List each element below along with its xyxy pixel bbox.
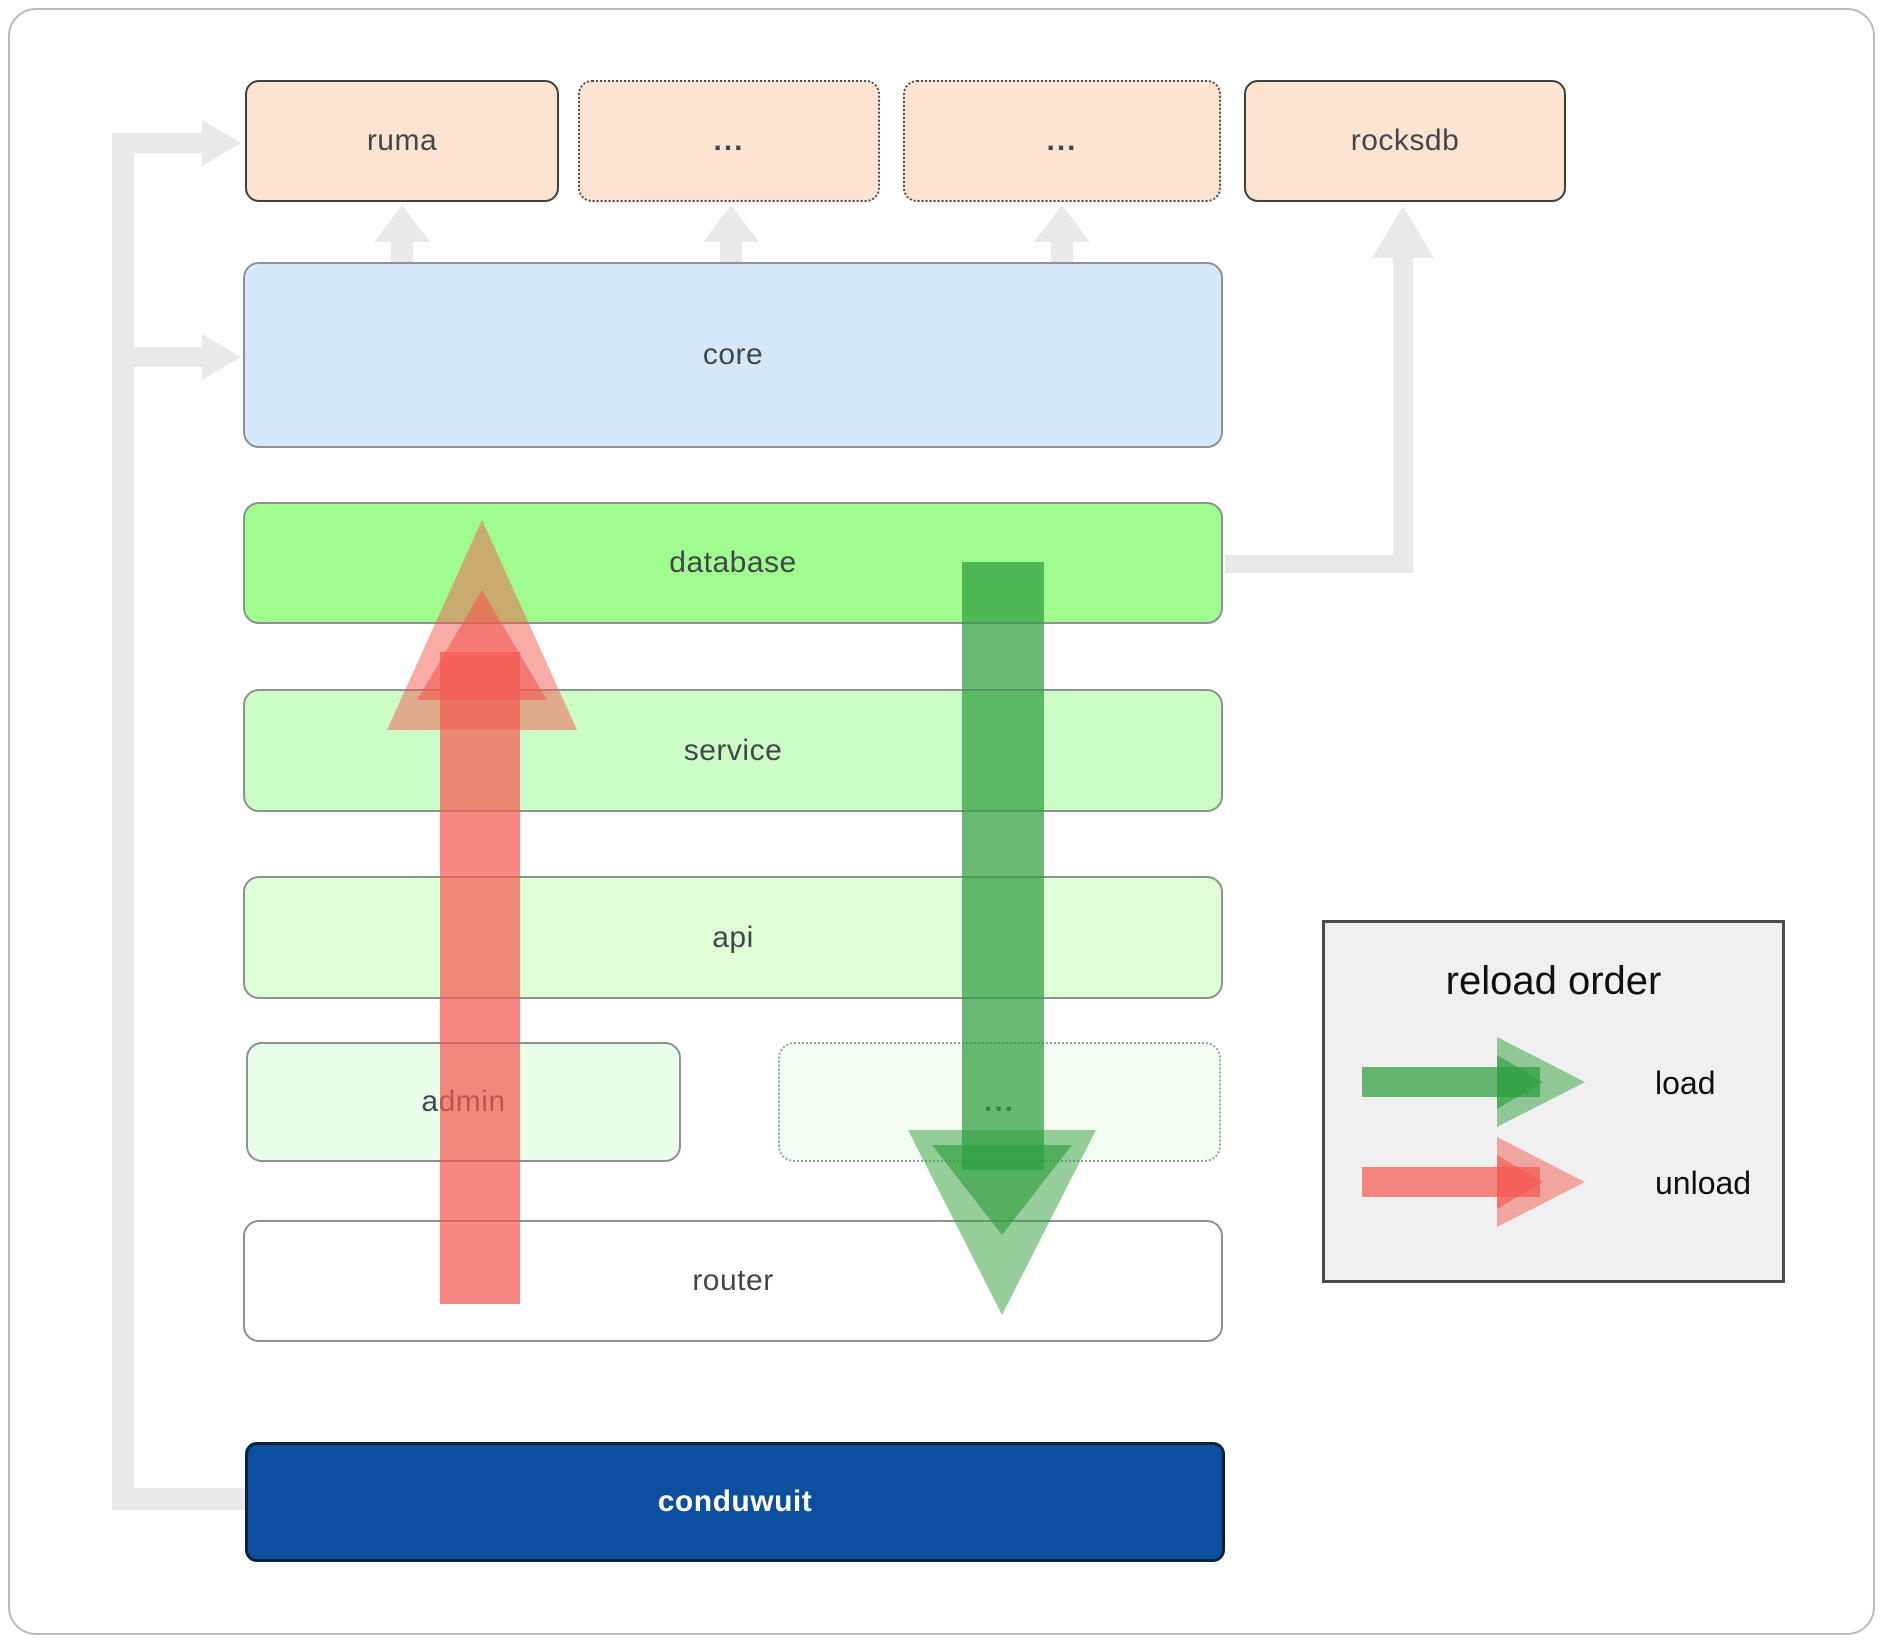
node-router-label: router — [692, 1264, 774, 1297]
node-core: core — [243, 262, 1223, 448]
node-service: service — [243, 689, 1223, 812]
outer-frame — [8, 8, 1875, 1635]
node-ellipsis-1-label: ... — [713, 124, 745, 157]
node-ruma-label: ruma — [366, 124, 438, 157]
node-ellipsis-3-label: ... — [983, 1085, 1015, 1118]
node-rocksdb: rocksdb — [1244, 80, 1566, 202]
node-api-label: api — [712, 920, 754, 954]
node-conduwuit-label: conduwuit — [657, 1485, 813, 1518]
node-api: api — [243, 876, 1223, 999]
node-ellipsis-2: ... — [903, 80, 1221, 202]
legend-title: reload order — [1445, 959, 1662, 1003]
node-admin-label: admin — [421, 1085, 506, 1118]
node-service-label: service — [683, 733, 783, 767]
node-ruma: ruma — [245, 80, 559, 202]
node-database: database — [243, 502, 1223, 624]
legend-reload-order: reload order load unload — [1322, 920, 1785, 1283]
node-ellipsis-1: ... — [578, 80, 880, 202]
node-core-label: core — [702, 338, 764, 371]
legend-unload-label: unload — [1655, 1165, 1752, 1201]
node-database-label: database — [669, 546, 797, 579]
node-admin: admin — [246, 1042, 681, 1162]
node-router: router — [243, 1220, 1223, 1342]
node-conduwuit: conduwuit — [245, 1442, 1225, 1562]
node-rocksdb-label: rocksdb — [1350, 124, 1460, 157]
legend-load-label: load — [1655, 1065, 1716, 1101]
node-ellipsis-3: ... — [778, 1042, 1221, 1162]
node-ellipsis-2-label: ... — [1046, 124, 1078, 157]
